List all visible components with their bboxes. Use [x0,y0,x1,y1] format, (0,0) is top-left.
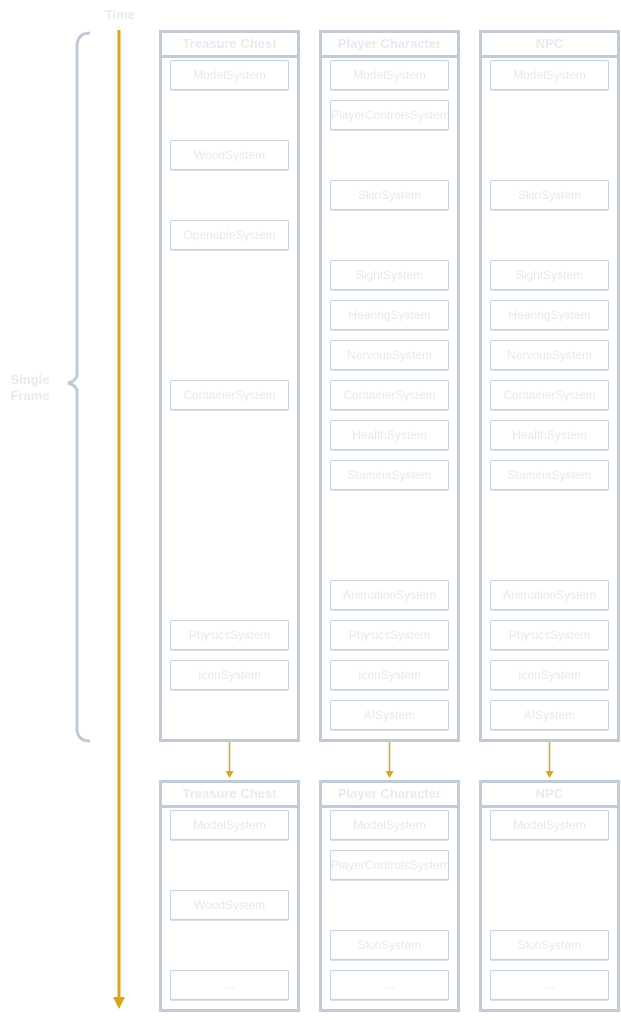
frame-label-line: Frame [10,388,50,403]
system-box: OpenableSystem [170,220,289,250]
time-label: Time [104,7,136,22]
system-box: ... [170,970,289,1000]
time-arrow-head-icon [113,997,125,1009]
entity-title: Player Character [322,33,457,58]
entity-title: NPC [482,783,617,808]
system-box: NervousSystem [330,340,449,370]
system-box: ContainerSystem [170,380,289,410]
system-box: SkinSystem [330,930,449,960]
system-box: HearingSystem [490,300,609,330]
system-box: ModelSystem [170,810,289,840]
entity-title: Player Character [322,783,457,808]
entity-title: Treasure Chest [162,33,297,58]
system-box: HealthSystem [490,420,609,450]
system-box: PhysicsSystem [490,620,609,650]
system-box: PlayerControlsSystem [330,850,449,880]
system-box: IconSystem [330,660,449,690]
system-box: HearingSystem [330,300,449,330]
system-box: ModelSystem [490,810,609,840]
system-box: ... [330,970,449,1000]
single-frame-label: Single Frame [2,372,58,404]
system-box: StaminaSystem [330,460,449,490]
system-box: PhysicsSystem [170,620,289,650]
entity-title: NPC [482,33,617,58]
system-box: SkinSystem [330,180,449,210]
system-box: ModelSystem [330,810,449,840]
system-box: StaminaSystem [490,460,609,490]
system-box: IconSystem [170,660,289,690]
system-box: SkinSystem [490,930,609,960]
system-box: AISystem [330,700,449,730]
system-box: IconSystem [490,660,609,690]
connector-arrow-icon [385,771,394,778]
system-box: SkinSystem [490,180,609,210]
system-box: AISystem [490,700,609,730]
system-box: ... [490,970,609,1000]
system-box: NervousSystem [490,340,609,370]
system-box: ModelSystem [330,60,449,90]
system-box: ModelSystem [170,60,289,90]
system-box: AnimationSystem [330,580,449,610]
connector-arrow-icon [225,771,234,778]
entity-title: Treasure Chest [162,783,297,808]
system-box: ContainerSystem [490,380,609,410]
system-box: WoodSystem [170,140,289,170]
system-box: SightSystem [330,260,449,290]
frame-brace [67,31,91,743]
system-box: SightSystem [490,260,609,290]
system-box: HealthSystem [330,420,449,450]
system-box: PlayerControlsSystem [330,100,449,130]
system-box: ContainerSystem [330,380,449,410]
system-box: PhysicsSystem [330,620,449,650]
frame-label-line: Single [10,372,50,387]
system-box: ModelSystem [490,60,609,90]
system-box: AnimationSystem [490,580,609,610]
system-box: WoodSystem [170,890,289,920]
connector-arrow-icon [545,771,554,778]
